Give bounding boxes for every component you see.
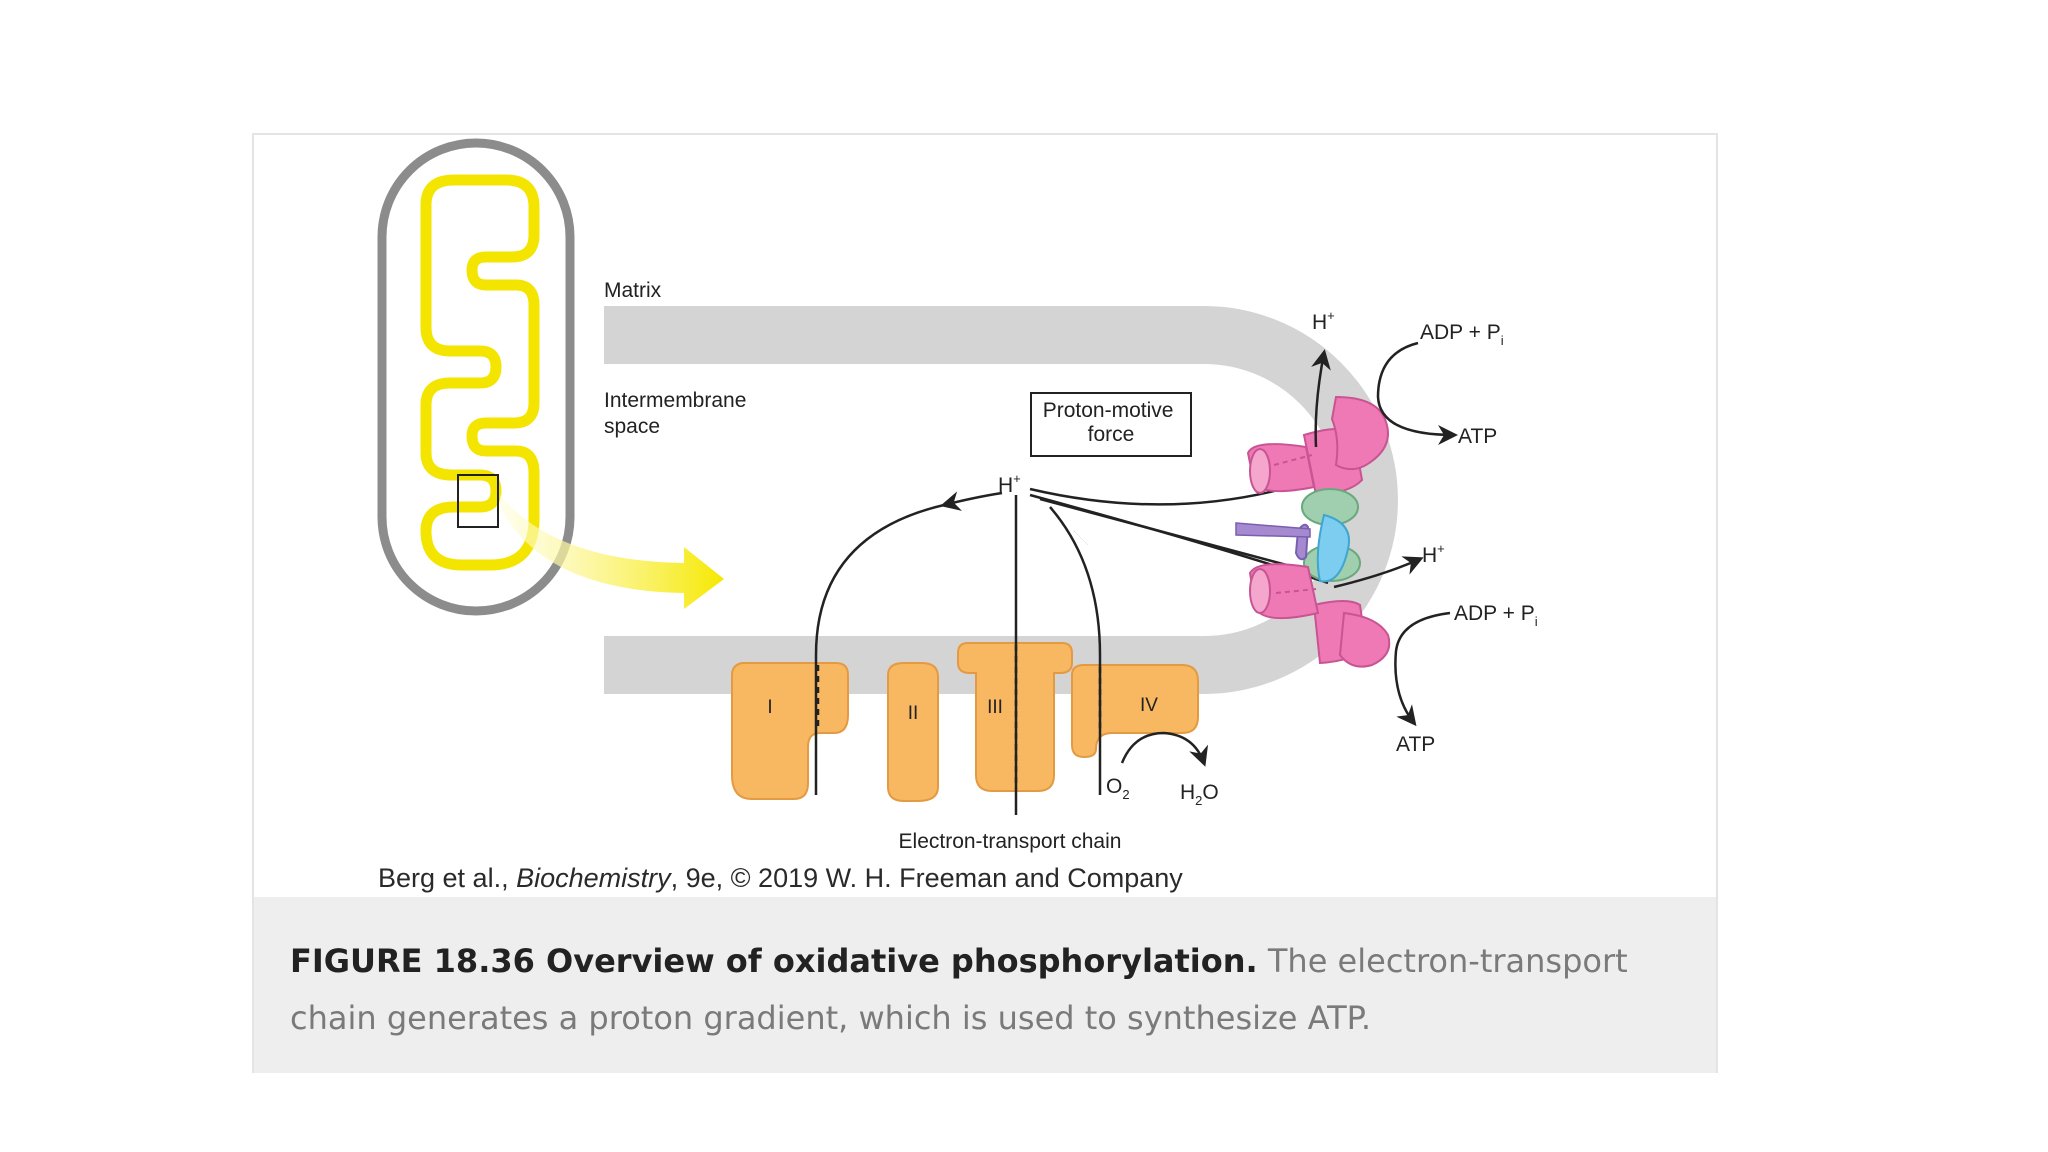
complex-iv <box>1071 664 1199 759</box>
label-complex-i: I <box>767 697 772 718</box>
zoom-arrow <box>500 495 724 609</box>
complex-ii <box>887 662 939 802</box>
caption-text: The electron-transport chain generates a… <box>290 942 1628 1037</box>
proton-path-complex-i-to-h <box>940 491 1003 511</box>
label-complex-ii: II <box>908 703 919 724</box>
label-h-plus-mid: H+ <box>1422 541 1445 567</box>
label-h2o: H2O <box>1180 781 1219 808</box>
proton-path-complex-iv <box>1049 506 1102 795</box>
credit-edition: , 9e, © 2019 W. H. Freeman and Company <box>670 863 1183 893</box>
proton-flow-to-synthase-bottom-2 <box>1039 497 1325 577</box>
label-h-plus-top: H+ <box>1312 308 1335 334</box>
label-intermembrane-space: Intermembrane space <box>604 389 752 438</box>
zoom-box <box>457 474 499 528</box>
inner-membrane-band <box>604 306 1398 694</box>
adp-to-atp-arrow-bottom <box>1394 611 1451 727</box>
label-adp-pi-top: ADP + Pi <box>1420 321 1504 348</box>
label-adp-pi-bottom: ADP + Pi <box>1454 602 1538 629</box>
label-o2: O2 <box>1106 775 1130 802</box>
mitochondrion-outer-membrane <box>377 138 575 616</box>
credit-authors: Berg et al., <box>378 863 517 893</box>
label-complex-iv: IV <box>1140 695 1158 716</box>
mitochondrion-inner-membrane <box>420 174 540 571</box>
label-proton-motive-force: Proton-motive force <box>1043 399 1180 446</box>
h-plus-out-arrow-bottom <box>1333 556 1424 589</box>
label-atp-bottom: ATP <box>1396 733 1435 756</box>
adp-to-atp-arrow-top <box>1376 341 1458 445</box>
figure-caption: FIGURE 18.36 Overview of oxidative phosp… <box>254 897 1716 1073</box>
proton-path-complex-iv-arrow <box>1073 530 1089 546</box>
label-complex-iii: III <box>987 697 1003 718</box>
credit-book-title: Biochemistry <box>516 863 671 893</box>
oxidative-phosphorylation-diagram: Matrix Intermembrane space Proton-motive… <box>377 138 1538 853</box>
atp-synthase-stalk <box>1235 488 1361 583</box>
complex-i <box>731 662 849 800</box>
label-electron-transport-chain: Electron-transport chain <box>899 830 1122 853</box>
proton-path-complex-i <box>814 503 945 795</box>
h-plus-out-arrow-top <box>1311 349 1331 448</box>
label-matrix: Matrix <box>604 279 662 302</box>
label-h-plus-center: H+ <box>998 471 1021 497</box>
figure-credit: Berg et al., Biochemistry, 9e, © 2019 W.… <box>378 863 1183 894</box>
figure-panel: Matrix Intermembrane space Proton-motive… <box>252 133 1718 1073</box>
proton-motive-force-box <box>1030 392 1192 457</box>
label-atp-top: ATP <box>1458 425 1497 448</box>
atp-synthase-bottom <box>1248 563 1391 668</box>
o2-to-h2o-arrow <box>1120 731 1209 767</box>
caption-title: FIGURE 18.36 Overview of oxidative phosp… <box>290 942 1258 980</box>
